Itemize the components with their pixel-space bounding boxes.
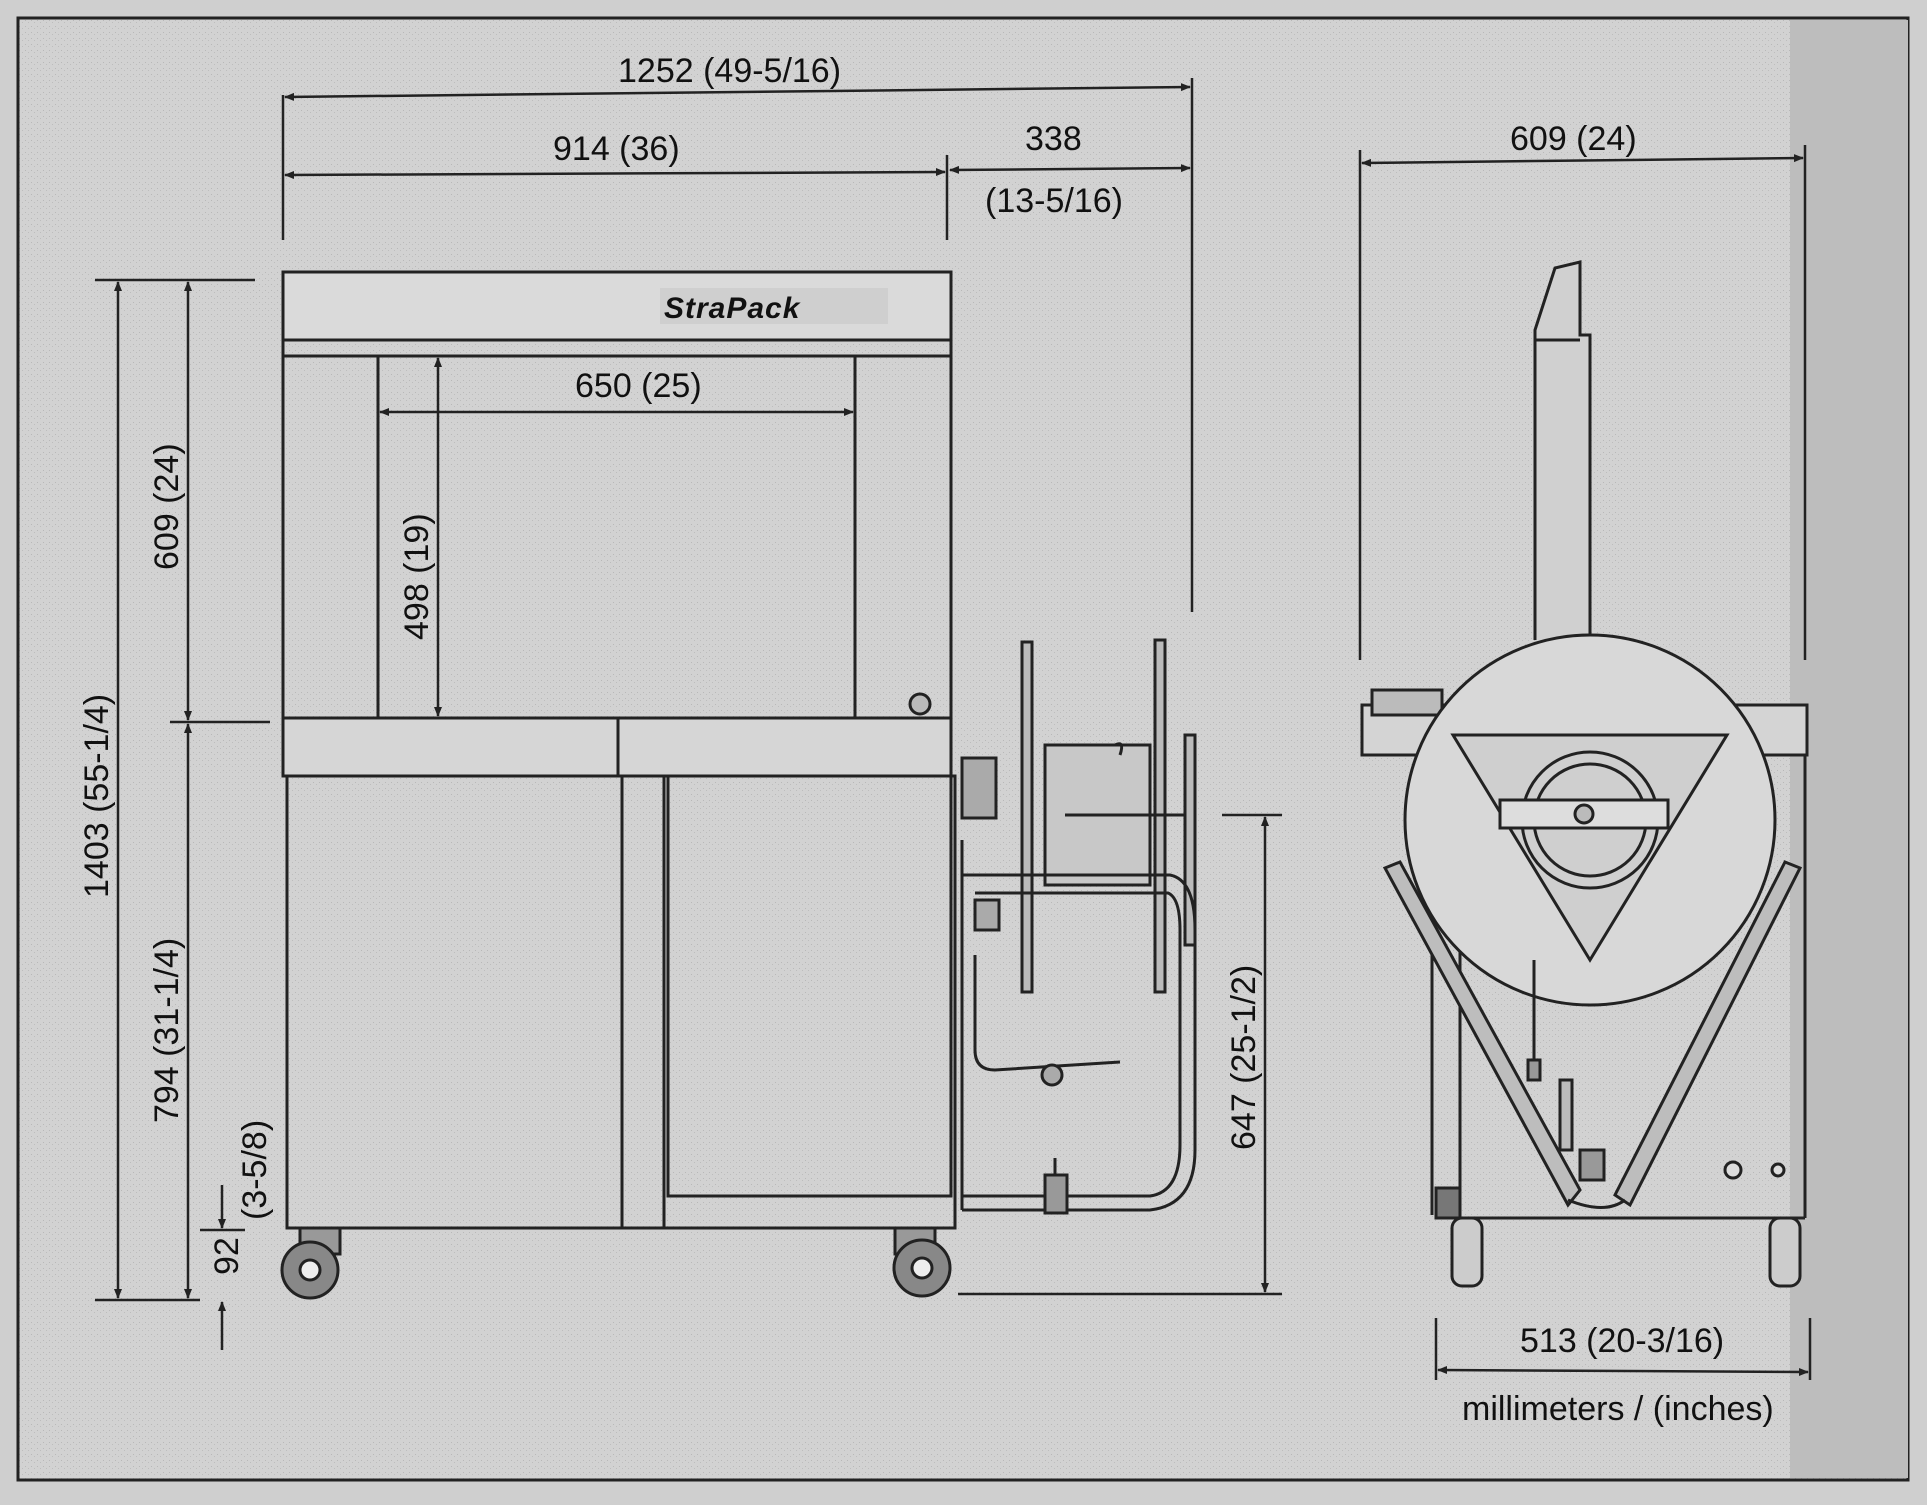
side-view bbox=[1360, 260, 1809, 1288]
dim-arch-opening-height: 498 (19) bbox=[398, 513, 436, 640]
side-leg-left bbox=[1450, 1216, 1484, 1288]
caster-right bbox=[892, 1226, 952, 1298]
dim-arch-width: 650 (25) bbox=[575, 367, 702, 405]
dim-dispenser-offset-in: (13-5/16) bbox=[985, 182, 1123, 220]
dim-frame-width: 914 (36) bbox=[553, 130, 680, 168]
dim-base-width: 513 (20-3/16) bbox=[1520, 1322, 1724, 1360]
logo-plate bbox=[660, 288, 888, 324]
right-shade bbox=[1790, 20, 1908, 1478]
side-arch-post bbox=[1533, 260, 1592, 640]
dim-dispenser-height: 647 (25-1/2) bbox=[1225, 965, 1263, 1150]
side-leg-right bbox=[1768, 1216, 1802, 1288]
brand-logo: StraPack bbox=[664, 292, 801, 325]
reel-triangle bbox=[1450, 733, 1730, 963]
dim-caster-height-mm: 92 bbox=[208, 1237, 246, 1275]
dim-arch-upper-height: 609 (24) bbox=[148, 443, 186, 570]
cabinet-door bbox=[666, 774, 953, 1198]
dim-side-width: 609 (24) bbox=[1510, 120, 1637, 158]
units-label: millimeters / (inches) bbox=[1462, 1390, 1774, 1428]
dim-table-height: 794 (31-1/4) bbox=[148, 938, 186, 1123]
strap-dispenser bbox=[960, 638, 1197, 1215]
caster-left bbox=[280, 1226, 342, 1300]
dim-dispenser-offset-mm: 338 bbox=[1025, 120, 1082, 158]
dim-overall-height: 1403 (55-1/4) bbox=[78, 694, 116, 898]
dimension-lines bbox=[95, 78, 1812, 1380]
dim-caster-height-in: (3-5/8) bbox=[236, 1120, 274, 1220]
dim-overall-width: 1252 (49-5/16) bbox=[618, 52, 841, 90]
